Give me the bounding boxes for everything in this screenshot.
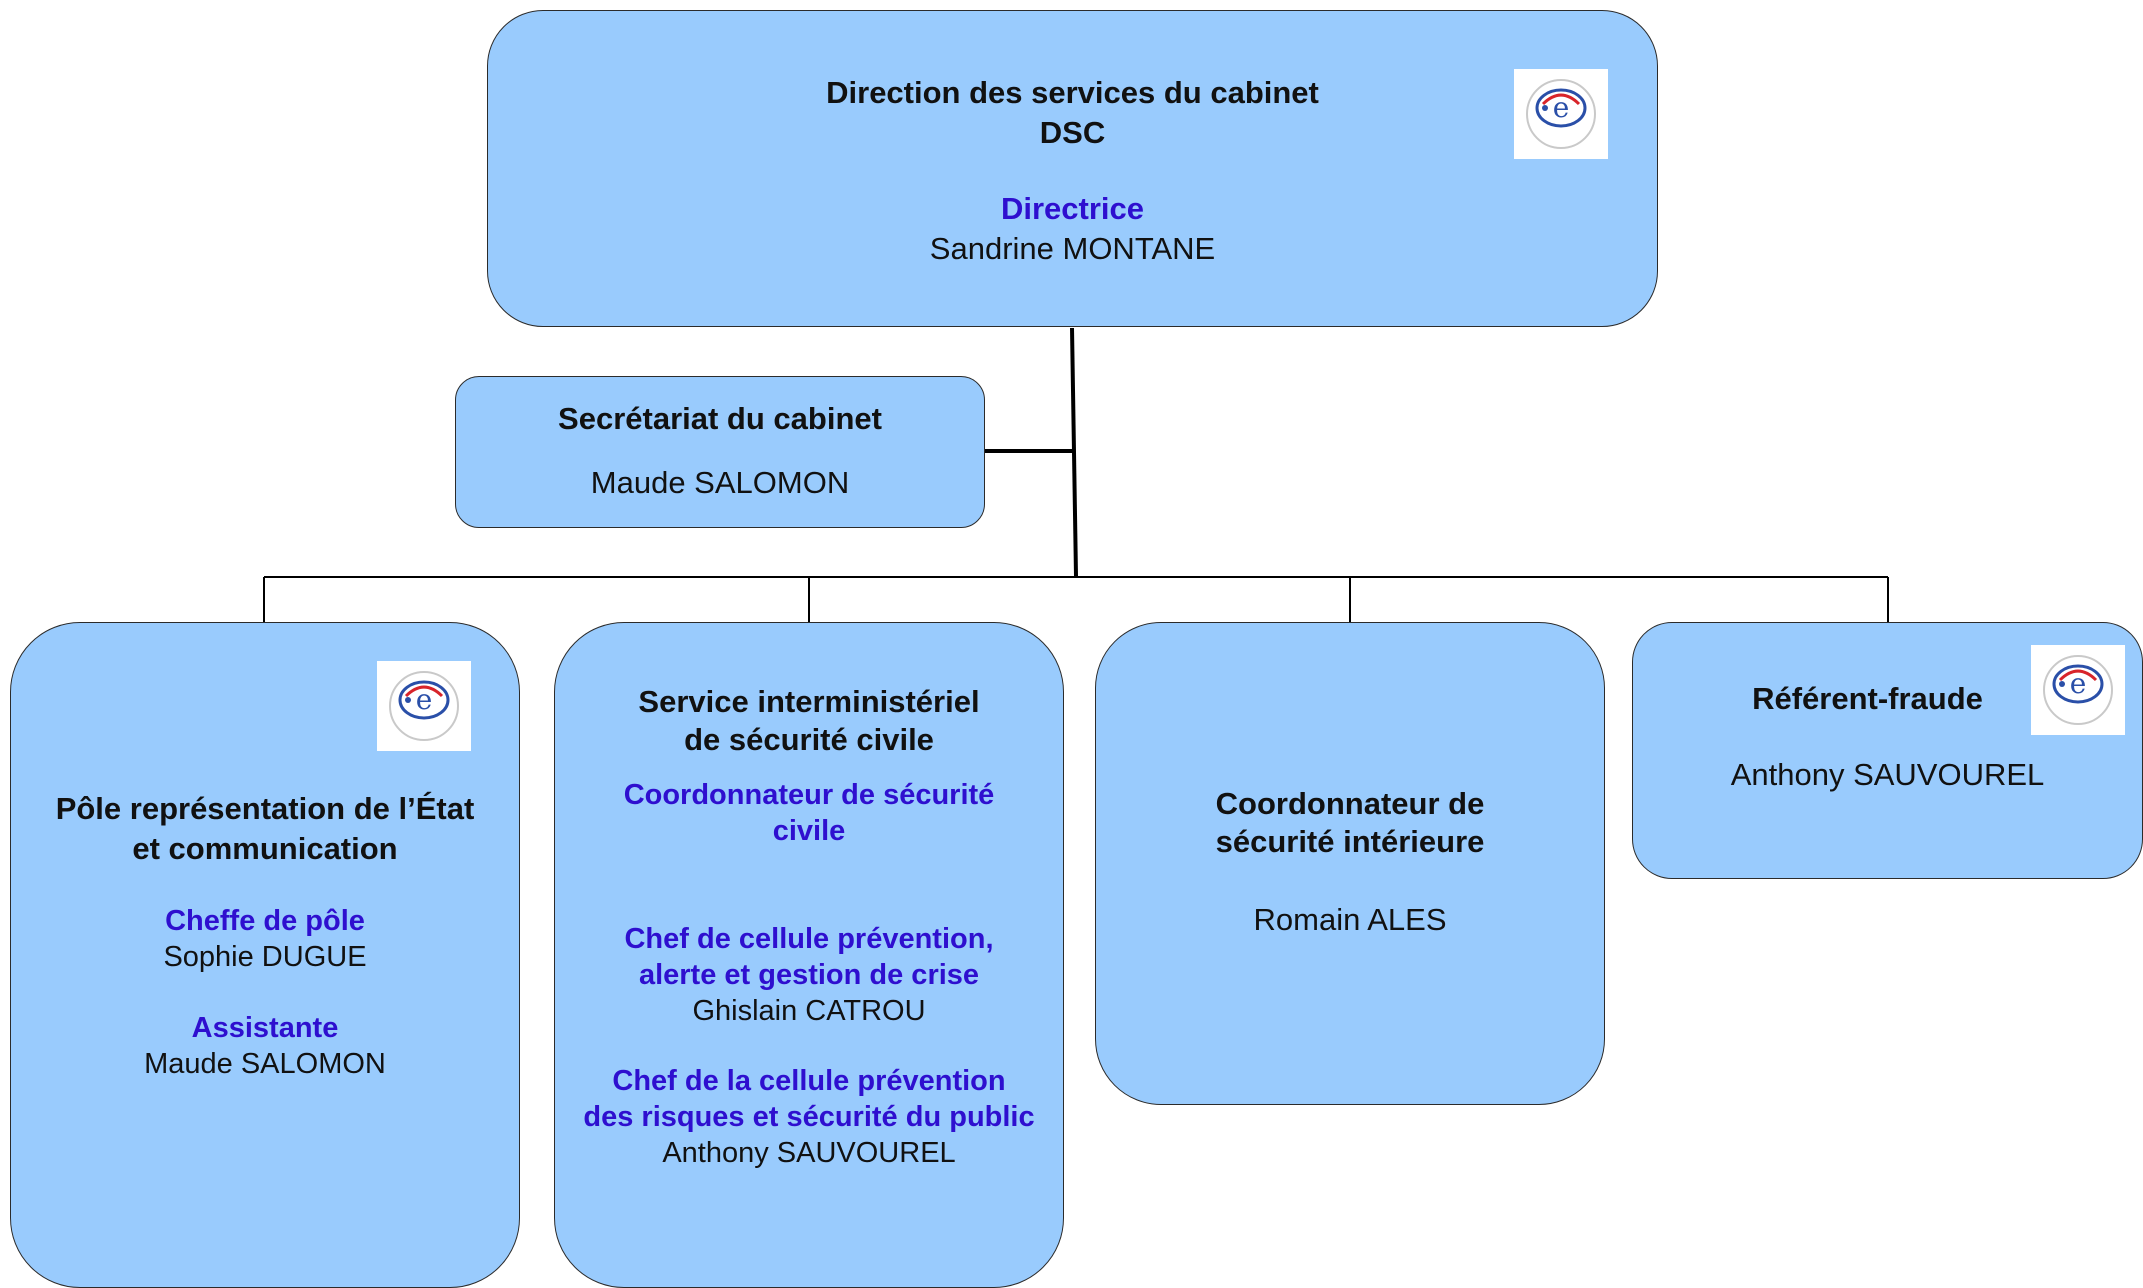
sisc-role-chef-cellule-line2: alerte et gestion de crise — [638, 959, 980, 991]
pole-title-line1: Pôle représentation de l’État — [55, 791, 475, 826]
csi-person: Romain ALES — [1253, 902, 1447, 937]
secretariat-title: Secrétariat du cabinet — [558, 401, 882, 436]
sisc-role-chef-cellule-risques-line1: Chef de la cellule prévention — [612, 1065, 1006, 1097]
csi-title-line1: Coordonnateur de — [1215, 786, 1485, 821]
qualipref-logo-icon: e — [2031, 645, 2125, 735]
svg-text:e: e — [2070, 667, 2087, 700]
pole-role-cheffe: Cheffe de pôle — [165, 905, 365, 937]
sisc-role-chef-cellule-line1: Chef de cellule prévention, — [624, 923, 994, 955]
qualipref-logo-icon: e — [1514, 69, 1608, 159]
sisc-box: Service interministériel de sécurité civ… — [554, 622, 1064, 1288]
direction-role: Directrice — [1000, 191, 1145, 226]
sisc-role-coordonnateur-line1: Coordonnateur de sécurité — [623, 779, 995, 811]
direction-acronym: DSC — [1039, 115, 1106, 150]
pole-box: Pôle représentation de l’État et communi… — [10, 622, 520, 1288]
sisc-role-coordonnateur-line2: civile — [772, 815, 846, 847]
sisc-title-line2: de sécurité civile — [684, 722, 934, 757]
fraude-box: Référent-fraude Anthony SAUVOUREL e — [1632, 622, 2143, 879]
fraude-person: Anthony SAUVOUREL — [1730, 757, 2045, 792]
pole-title-line2: et communication — [132, 831, 398, 866]
csi-box: Coordonnateur de sécurité intérieure Rom… — [1095, 622, 1605, 1105]
pole-person-cheffe: Sophie DUGUE — [163, 941, 367, 973]
pole-role-assistante: Assistante — [191, 1012, 339, 1044]
sisc-title-line1: Service interministériel — [638, 684, 980, 719]
secretariat-person: Maude SALOMON — [590, 465, 850, 500]
direction-box: Direction des services du cabinet DSC Di… — [487, 10, 1658, 327]
direction-person: Sandrine MONTANE — [929, 231, 1216, 266]
sisc-role-chef-cellule-risques-line2: des risques et sécurité du public — [583, 1101, 1035, 1133]
qualipref-logo-icon: e — [377, 661, 471, 751]
svg-text:e: e — [1553, 91, 1570, 124]
direction-title: Direction des services du cabinet — [826, 75, 1319, 110]
sisc-person-chef-cellule: Ghislain CATROU — [692, 995, 926, 1027]
csi-title-line2: sécurité intérieure — [1215, 824, 1485, 859]
pole-person-assistante: Maude SALOMON — [144, 1048, 386, 1080]
fraude-title: Référent-fraude — [1752, 681, 1983, 716]
svg-text:e: e — [416, 683, 433, 716]
sisc-person-chef-cellule-risques: Anthony SAUVOUREL — [662, 1137, 956, 1169]
secretariat-box: Secrétariat du cabinet Maude SALOMON — [455, 376, 985, 528]
